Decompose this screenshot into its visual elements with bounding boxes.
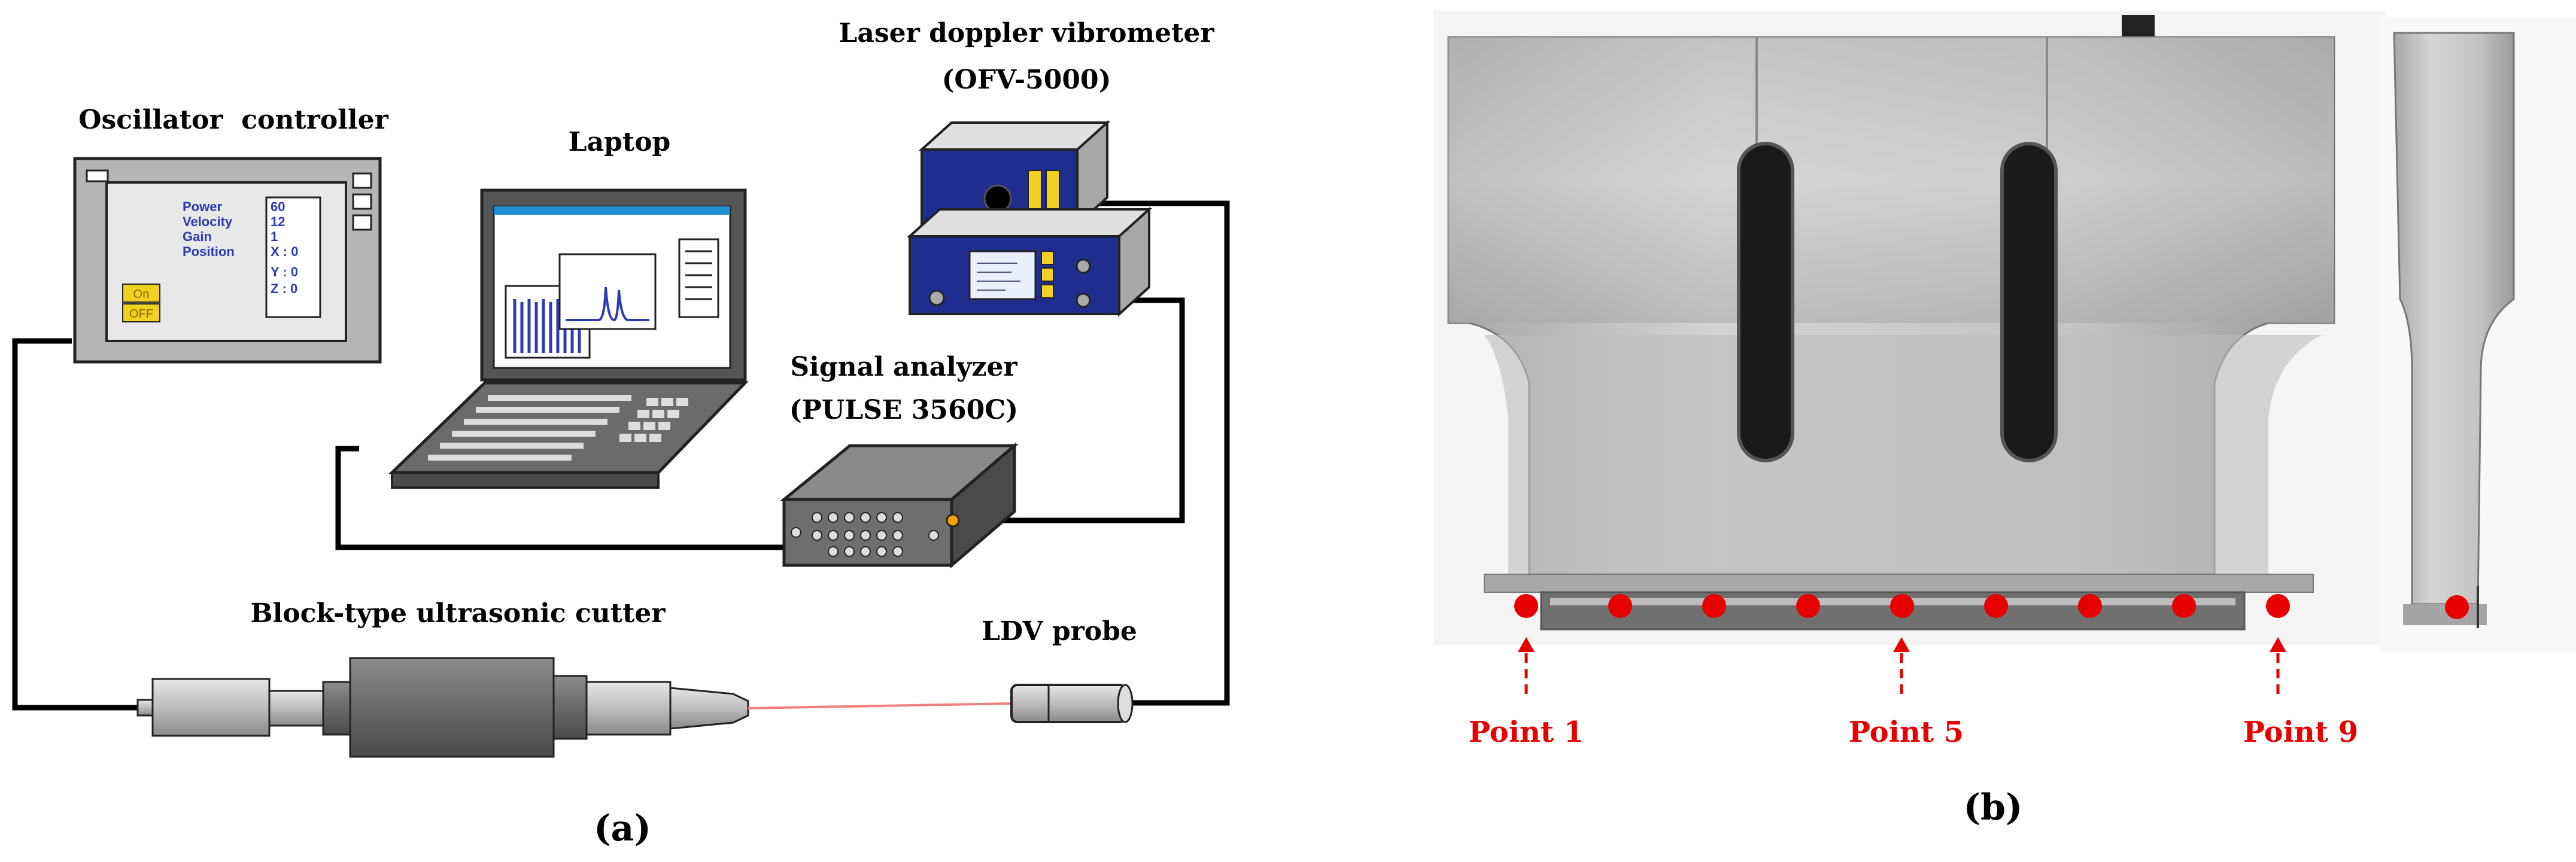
param-velocity: Velocity xyxy=(183,214,233,229)
panel-a: Power Velocity Gain Position 60 12 1 X :… xyxy=(12,18,1230,849)
panel-b: Point 1 Point 5 Point 9 (b) xyxy=(1433,11,2576,829)
point-1-label: Point 1 xyxy=(1469,715,1584,749)
laser-beam xyxy=(748,702,1012,709)
caption-a-letter: a xyxy=(611,808,634,849)
off-label: OFF xyxy=(129,307,153,321)
caption-b-letter: b xyxy=(1980,787,2006,829)
value-x: X : 0 xyxy=(271,244,298,259)
caption-b-close: ) xyxy=(2006,787,2022,829)
cutter-label: Block-type ultrasonic cutter xyxy=(250,598,666,629)
cable-analyzer-ldv xyxy=(958,297,1185,523)
caption-a-open: ( xyxy=(594,808,610,849)
point-marker-8 xyxy=(2172,594,2196,618)
cable-oscillator-cutter xyxy=(12,338,138,711)
point-9-label: Point 9 xyxy=(2243,715,2358,749)
point-marker-3 xyxy=(1702,594,1726,618)
value-velocity: 12 xyxy=(271,214,285,229)
ldv-label-line1: Laser doppler vibrometer xyxy=(839,18,1214,48)
ldv-probe xyxy=(1010,684,1134,723)
laptop xyxy=(388,188,749,489)
oscillator-params: Power Velocity Gain Position 60 12 1 X :… xyxy=(183,199,298,296)
point-marker-1 xyxy=(1514,594,1538,618)
point-marker-6 xyxy=(1984,594,2008,618)
on-label: On xyxy=(133,288,150,301)
side-view-photo xyxy=(2379,18,2576,652)
off-button xyxy=(122,303,160,322)
laptop-label: Laptop xyxy=(569,127,671,157)
value-gain: 1 xyxy=(271,229,278,244)
analyzer-label-line2: (PULSE 3560C) xyxy=(789,395,1018,425)
caption-b: (b) xyxy=(1964,787,2023,829)
probe-label: LDV probe xyxy=(982,616,1137,647)
measurement-points xyxy=(1514,594,2290,618)
point-marker-5 xyxy=(1890,594,1914,618)
caption-b-open: ( xyxy=(1964,787,1980,829)
block-horn-photo xyxy=(1447,15,2335,630)
on-button xyxy=(122,284,160,303)
point-marker-2 xyxy=(1608,594,1632,618)
param-gain: Gain xyxy=(183,229,212,244)
value-power: 60 xyxy=(271,199,285,214)
cables xyxy=(12,200,1230,711)
point-marker-4 xyxy=(1796,594,1820,618)
param-power: Power xyxy=(183,199,222,214)
side-point-marker xyxy=(2445,595,2469,619)
ultrasonic-cutter xyxy=(136,657,749,758)
caption-a: (a) xyxy=(594,808,651,849)
point-callouts: Point 1 Point 5 Point 9 xyxy=(1469,637,2358,749)
analyzer-label-line1: Signal analyzer xyxy=(790,352,1017,382)
point-marker-7 xyxy=(2078,594,2102,618)
point-marker-9 xyxy=(2266,594,2290,618)
value-z: Z : 0 xyxy=(271,281,297,296)
param-position: Position xyxy=(183,244,235,259)
signal-analyzer xyxy=(779,442,1019,569)
point-5-label: Point 5 xyxy=(1849,715,1964,749)
value-y: Y : 0 xyxy=(271,264,298,279)
ldv-label-line2: (OFV-5000) xyxy=(942,65,1111,95)
cable-ldv-probe xyxy=(1014,200,1230,706)
oscillator-label: Oscillator controller xyxy=(78,105,388,135)
cable-laptop-analyzer xyxy=(335,446,784,550)
ldv-vibrometer xyxy=(906,120,1153,317)
caption-a-close: ) xyxy=(634,808,651,849)
oscillator-controller: Power Velocity Gain Position 60 12 1 X :… xyxy=(73,157,382,364)
